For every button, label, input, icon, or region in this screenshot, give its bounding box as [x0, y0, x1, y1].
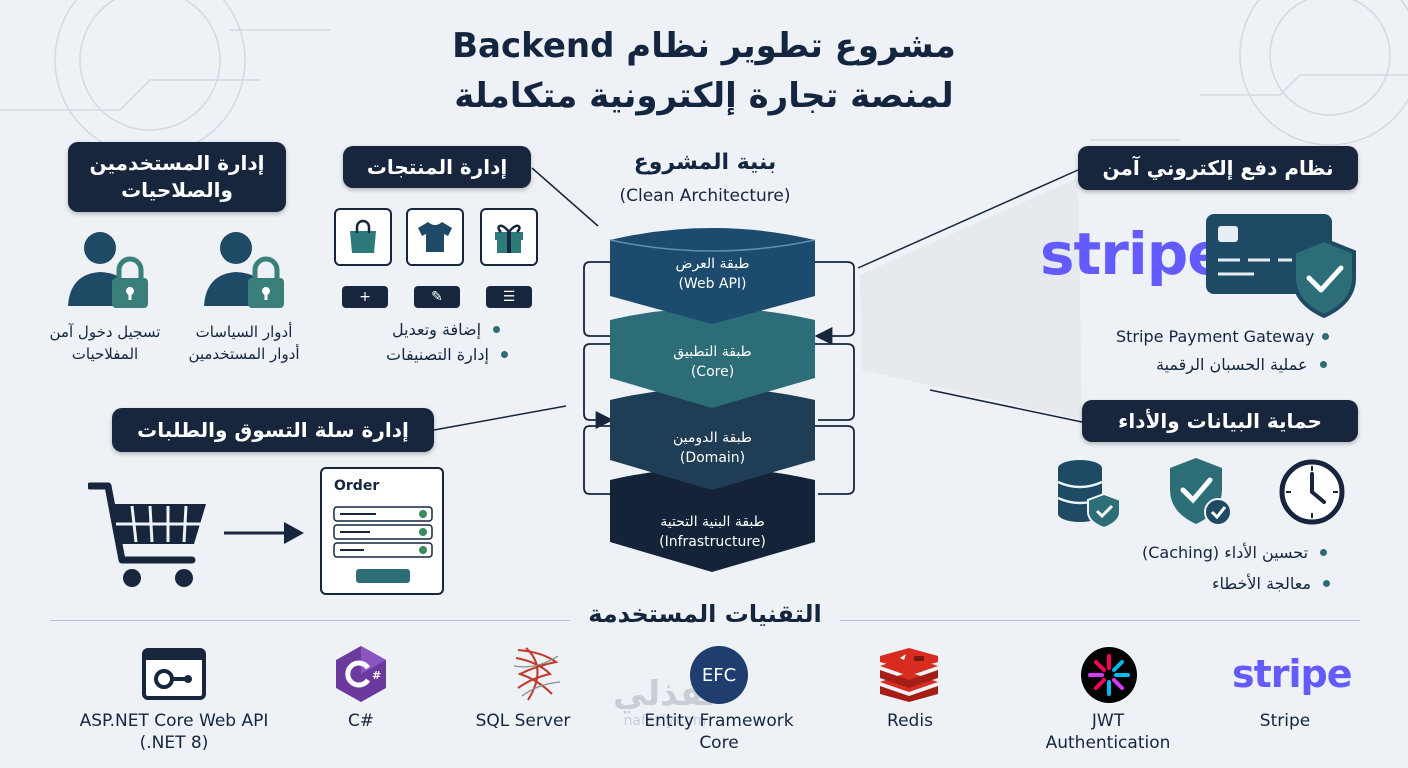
users-login-caption: تسجيل دخول آمن المفلاحيات [40, 322, 170, 366]
efcore-icon-text: EFC [701, 664, 737, 686]
products-section-title: إدارة المنتجات [343, 146, 531, 188]
tshirt-icon [406, 208, 464, 266]
layer-infrastructure-name: طبقة البنية التحتية [660, 514, 765, 530]
tech-csharp-label: C# [347, 711, 375, 731]
layer-application: طبقة التطبيق (Core) [605, 342, 820, 383]
cart-section-title: إدارة سلة التسوق والطلبات [112, 408, 434, 452]
layer-infrastructure: طبقة البنية التحتية (Infrastructure) [605, 512, 820, 553]
security-bullet-1: تحسين الأداء (Caching) [1142, 543, 1328, 562]
tech-efcore-label-line-2: Core [699, 733, 739, 754]
bullet-dot [1319, 361, 1327, 368]
order-form-icon: Order [320, 467, 444, 595]
page-title-line-2: لمنصة تجارة إلكترونية متكاملة [454, 76, 954, 116]
efcore-icon: EFC [690, 646, 748, 704]
bullet-dot [1323, 580, 1331, 587]
order-label: Order [334, 478, 380, 494]
tech-stripe-label: Stripe [1259, 711, 1311, 731]
layer-presentation-shape [610, 228, 815, 324]
tech-efcore-label-line-1: Entity Framework [644, 711, 794, 731]
jwt-icon [1081, 647, 1137, 703]
bullet-dot [493, 326, 501, 333]
redis-icon [880, 648, 938, 702]
tech-sqlserver-label: SQL Server [475, 711, 571, 731]
stripe-logo: stripe [1040, 220, 1227, 288]
payment-section-title: نظام دفع إلكتروني آمن [1078, 146, 1358, 190]
layer-application-shape [610, 308, 815, 408]
tech-divider-right [840, 620, 1360, 621]
users-roles-caption-line-2: أدوار المستخدمين [188, 344, 300, 363]
credit-card-icon [1206, 214, 1356, 318]
watermark-latin: nafezly.com [623, 713, 707, 730]
edit-product-button[interactable]: ✎ [414, 286, 460, 308]
csharp-icon: # [336, 646, 386, 702]
aspnet-icon [142, 648, 206, 700]
payment-bullet-2-text: عملية الحسبان الرقمية [1156, 355, 1308, 374]
sqlserver-icon [513, 647, 561, 701]
tech-section-title: التقنيات المستخدمة [588, 600, 822, 628]
layer-domain-name: طبقة الدومين [672, 430, 753, 446]
user-lock-icon [204, 232, 284, 308]
users-login-caption-line-2: المفلاحيات [71, 344, 139, 363]
add-product-button[interactable]: + [342, 286, 388, 308]
users-login-caption-line-1: تسجيل دخول آمن [49, 323, 161, 341]
bullet-dot [1320, 549, 1328, 556]
clock-icon [1279, 459, 1345, 525]
layer-domain: طبقة الدومين (Domain) [605, 428, 820, 469]
tech-jwt-label: JWT Authentication [1030, 710, 1186, 754]
layer-application-name: طبقة التطبيق [673, 344, 752, 360]
architecture-stack [583, 228, 855, 572]
products-bullet-2-text: إدارة التصنيفات [386, 345, 489, 364]
shopping-bag-icon [334, 208, 392, 266]
architecture-subtitle: (Clean Architecture) [619, 186, 791, 206]
tech-efcore-label: Entity Framework Core [630, 710, 808, 754]
tech-aspnet-label-line-1: ASP.NET Core Web API [79, 711, 269, 731]
arrow-right-icon [224, 522, 304, 544]
layer-presentation: طبقة العرض (Web API) [605, 254, 820, 295]
layer-domain-tag: (Domain) [679, 450, 746, 467]
security-bullet-2-text: معالجة الأخطاء [1212, 574, 1312, 593]
stripe-icon: stripe [1232, 652, 1353, 696]
products-bullet-2: إدارة التصنيفات [386, 345, 508, 364]
layer-presentation-tag: (Web API) [678, 276, 747, 293]
list-product-button[interactable]: ☰ [486, 286, 532, 308]
products-bullet-1: إضافة وتعديل [392, 320, 501, 339]
tech-redis-label: Redis [887, 711, 933, 731]
bullet-dot [500, 351, 508, 358]
users-section-title: إدارة المستخدمين والصلاحيات [68, 142, 286, 212]
gift-icon [480, 208, 538, 266]
security-bullet-2: معالجة الأخطاء [1212, 574, 1331, 593]
database-shield-icon [1057, 460, 1121, 528]
layer-infrastructure-tag: (Infrastructure) [659, 534, 766, 551]
svg-text:#: # [372, 669, 381, 682]
user-lock-icon [68, 232, 148, 308]
layer-application-tag: (Core) [690, 364, 735, 381]
security-section-title: حماية البيانات والأداء [1082, 400, 1358, 442]
users-roles-caption: أدوار السياسات أدوار المستخدمين [178, 322, 310, 366]
shield-check-icon [1170, 458, 1232, 526]
layer-domain-shape [610, 388, 815, 490]
users-title-line-2: والصلاحيات [121, 178, 233, 202]
users-roles-caption-line-1: أدوار السياسات [195, 323, 293, 341]
layer-infrastructure-shape [610, 468, 815, 572]
users-title-line-1: إدارة المستخدمين [89, 151, 265, 175]
tech-jwt-label-line-1: JWT [1091, 711, 1125, 731]
cart-icon [88, 482, 206, 587]
page-title-line-1: مشروع تطوير نظام Backend [452, 26, 956, 66]
tech-aspnet-label: ASP.NET Core Web API (.NET 8) [62, 710, 286, 754]
architecture-title: بنية المشروع [633, 150, 777, 175]
layer-presentation-name: طبقة العرض [675, 256, 750, 272]
payment-bullet-2: عملية الحسبان الرقمية [1156, 355, 1327, 374]
tech-aspnet-label-line-2: (.NET 8) [139, 733, 209, 754]
bullet-dot [1322, 333, 1330, 340]
tech-jwt-label-line-2: Authentication [1045, 733, 1171, 754]
security-bullet-1-text: تحسين الأداء (Caching) [1142, 543, 1309, 562]
payment-bullet-1-text: Stripe Payment Gateway [1116, 327, 1315, 346]
payment-bullet-1: Stripe Payment Gateway [1116, 327, 1330, 346]
products-bullet-1-text: إضافة وتعديل [392, 320, 482, 339]
tech-divider-left [50, 620, 570, 621]
